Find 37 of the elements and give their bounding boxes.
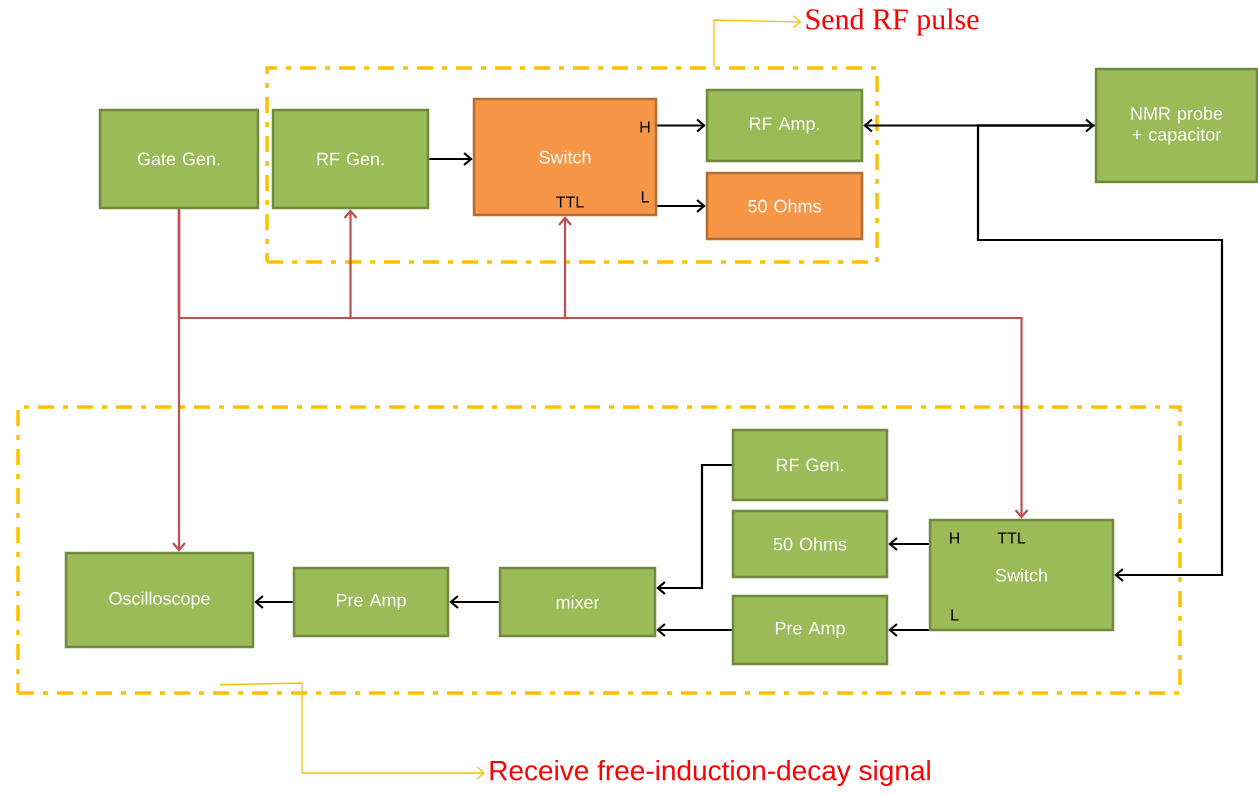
arrow xyxy=(449,595,499,609)
port-label: TTL xyxy=(556,196,584,208)
port-label: L xyxy=(951,609,959,621)
process-box: Gate Gen. xyxy=(98,108,260,210)
process-box: Switch H TTL L xyxy=(928,518,1115,632)
arrow xyxy=(657,118,706,133)
process-box: Pre Amp xyxy=(292,566,450,638)
arrow xyxy=(656,623,732,637)
process-box: Switch H TTL L xyxy=(472,97,658,217)
arrow xyxy=(254,595,293,609)
process-box: RF Amp. xyxy=(705,88,864,163)
arrow xyxy=(657,199,706,213)
dash-dot-frame xyxy=(16,405,1182,695)
port-label: L xyxy=(641,191,649,203)
process-box: Pre Amp xyxy=(731,594,889,666)
process-box: 50 Ohms xyxy=(705,171,864,241)
arrow xyxy=(656,463,732,595)
dash-dot-frame xyxy=(265,66,879,264)
arrow xyxy=(429,152,473,166)
port-label: H xyxy=(950,532,959,544)
arrow xyxy=(888,623,929,637)
process-box: 50 Ohms xyxy=(731,509,889,579)
arrow xyxy=(888,537,929,551)
annotation-text: Send RF pulse xyxy=(806,8,979,36)
connector-line xyxy=(219,682,486,780)
arrow xyxy=(172,209,186,552)
process-box: mixer xyxy=(498,566,657,638)
annotation-text: Receive free-induction-decay signal xyxy=(490,759,930,787)
connector-line xyxy=(713,15,802,67)
process-box: RF Gen. xyxy=(731,428,889,502)
arrow xyxy=(976,124,1224,582)
process-box: RF Gen. xyxy=(271,108,430,210)
process-box: Oscilloscope xyxy=(64,551,255,649)
port-label: H xyxy=(640,121,650,133)
port-label: TTL xyxy=(997,532,1026,544)
arrow xyxy=(863,118,1095,133)
process-box: NMR probe + capacitor xyxy=(1094,67,1258,184)
